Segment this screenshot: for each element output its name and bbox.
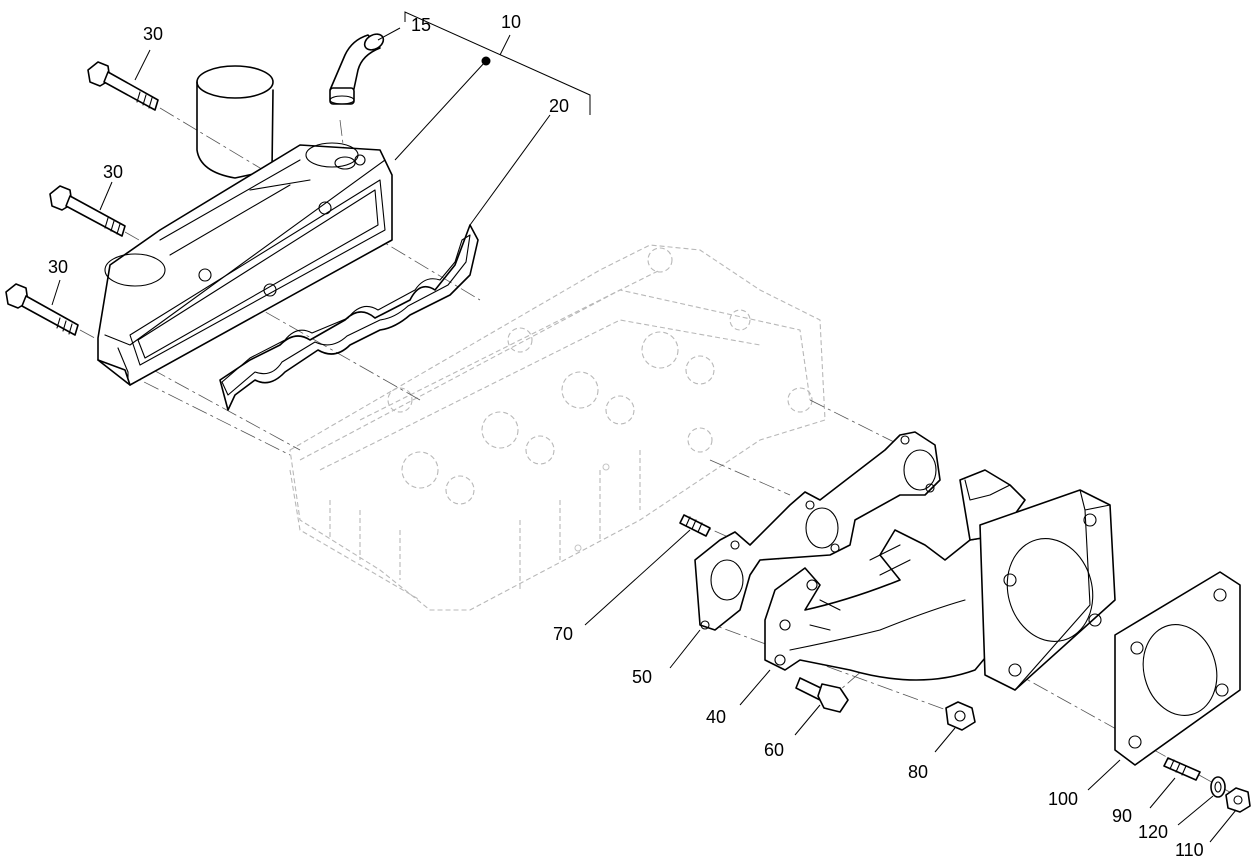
callout-30-bottom: 30 [48,257,68,277]
callout-20: 20 [549,96,569,116]
callout-50: 50 [632,667,652,687]
callout-120: 120 [1138,822,1168,842]
washer-120 [1210,776,1226,798]
nut-110 [1225,787,1251,813]
bolt-30-bottom [5,283,79,336]
callout-110: 110 [1175,840,1204,860]
callout-70: 70 [553,624,573,644]
bolt-30-top [87,61,159,111]
cylinder-head-ghost [289,244,826,611]
stud-90 [1163,757,1201,781]
callout-60: 60 [764,740,784,760]
bolt-30-middle [49,185,126,237]
housing-gasket [219,224,479,411]
callout-15: 15 [411,15,431,35]
bolt-60 [795,677,849,713]
callout-100: 100 [1048,789,1078,809]
flange-gasket [1114,571,1241,766]
callout-90: 90 [1112,806,1132,826]
callout-30-middle: 30 [103,162,123,182]
exhaust-manifold [764,469,1116,691]
callout-80: 80 [908,762,928,782]
callout-40: 40 [706,707,726,727]
callouts: 15 10 20 30 30 30 70 50 40 60 80 100 90 … [48,12,1204,860]
callout-10: 10 [501,12,521,32]
callout-30-top: 30 [143,24,163,44]
nut-80 [945,701,976,731]
leader-lines [51,11,1237,843]
stud-70 [679,514,711,537]
exhaust-gasket [694,431,941,631]
elbow-hose [329,33,385,105]
water-outlet-housing [97,65,393,386]
